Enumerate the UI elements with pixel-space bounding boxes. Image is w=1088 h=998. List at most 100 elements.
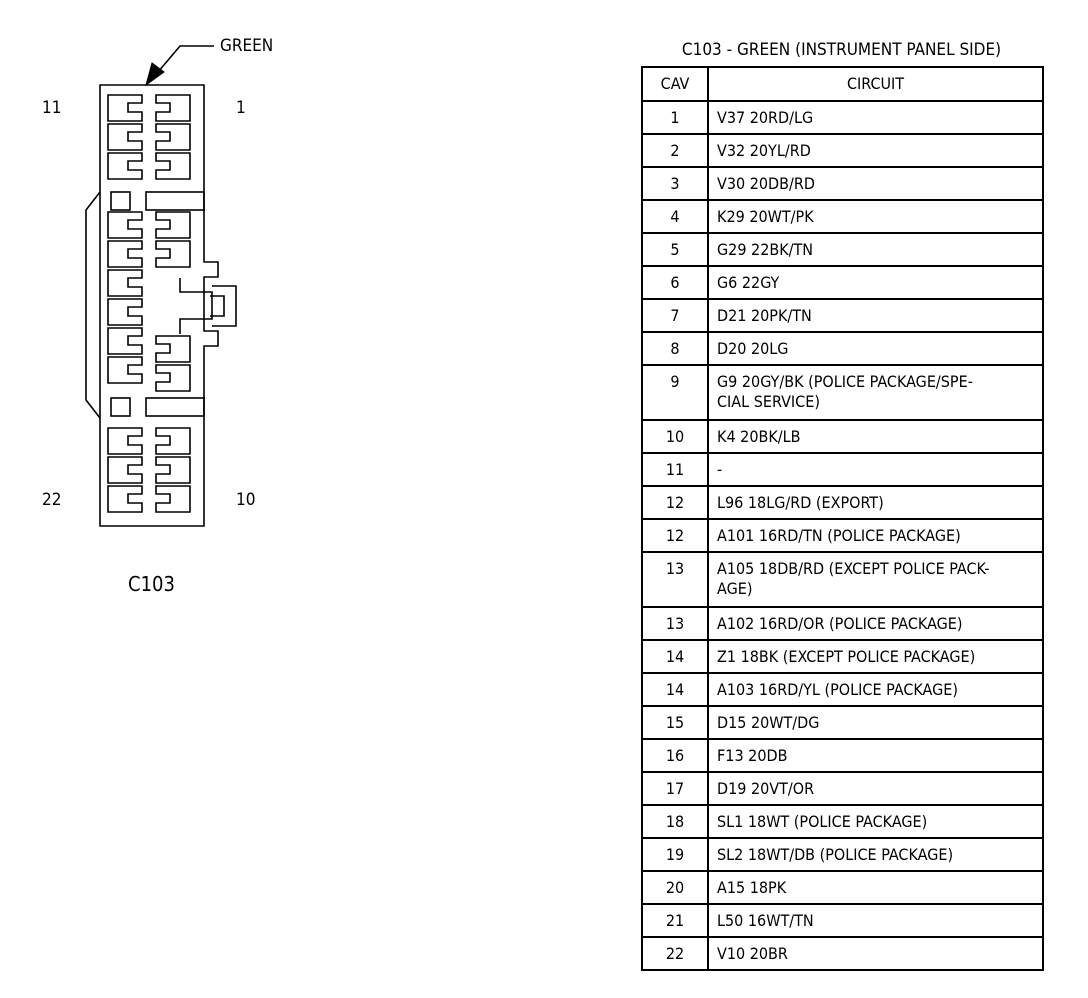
- terminal-cavity: [107, 269, 143, 297]
- circuit-cell: K29 20WT/PK: [707, 199, 1044, 234]
- circuit-cell: G6 22GY: [707, 265, 1044, 300]
- connector-body: [99, 84, 219, 527]
- cav-cell: 8: [641, 331, 709, 366]
- cav-cell: 13: [641, 606, 709, 641]
- circuit-cell: L50 16WT/TN: [707, 903, 1044, 938]
- circuit-cell: A102 16RD/OR (POLICE PACKAGE): [707, 606, 1044, 641]
- circuit-cell: -: [707, 452, 1044, 487]
- terminal-cavity: [155, 123, 191, 151]
- circuit-cell: D19 20VT/OR: [707, 771, 1044, 806]
- pin-label-bottom-left: 22: [42, 490, 62, 510]
- circuit-cell: L96 18LG/RD (EXPORT): [707, 485, 1044, 520]
- cav-cell: 4: [641, 199, 709, 234]
- circuit-cell: V32 20YL/RD: [707, 133, 1044, 168]
- divider-bar: [145, 191, 205, 211]
- terminal-cavity: [155, 427, 191, 455]
- terminal-cavity: [107, 298, 143, 326]
- circuit-cell: SL1 18WT (POLICE PACKAGE): [707, 804, 1044, 839]
- terminal-cavity: [107, 240, 143, 268]
- cav-cell: 22: [641, 936, 709, 971]
- cav-cell: 18: [641, 804, 709, 839]
- circuit-cell: K4 20BK/LB: [707, 419, 1044, 454]
- terminal-cavity: [107, 152, 143, 180]
- cav-cell: 15: [641, 705, 709, 740]
- terminal-cavity: [155, 485, 191, 513]
- cav-cell: 10: [641, 419, 709, 454]
- terminal-cavity: [107, 327, 143, 355]
- connector-color-label: GREEN: [220, 36, 274, 56]
- terminal-cavity: [155, 94, 191, 122]
- connector-latch: [179, 278, 213, 334]
- circuit-cell: Z1 18BK (EXCEPT POLICE PACKAGE): [707, 639, 1044, 674]
- terminal-cavity: [155, 152, 191, 180]
- cav-cell: 1: [641, 100, 709, 135]
- terminal-cavity: [107, 123, 143, 151]
- terminal-cavity: [107, 356, 143, 384]
- cav-cell: 12: [641, 518, 709, 553]
- terminal-cavity: [107, 485, 143, 513]
- green-leader-line: [157, 45, 214, 73]
- circuit-cell: G29 22BK/TN: [707, 232, 1044, 267]
- header-circuit: CIRCUIT: [707, 66, 1044, 102]
- cav-cell: 5: [641, 232, 709, 267]
- cav-cell: 3: [641, 166, 709, 201]
- cav-cell: 16: [641, 738, 709, 773]
- circuit-cell: D21 20PK/TN: [707, 298, 1044, 333]
- terminal-cavity: [107, 456, 143, 484]
- cav-cell: 14: [641, 672, 709, 707]
- terminal-cavity: [155, 364, 191, 392]
- cav-cell: 13: [641, 551, 709, 608]
- terminal-cavity: [155, 335, 191, 363]
- table-row: 11-: [641, 452, 1044, 487]
- circuit-cell: A101 16RD/TN (POLICE PACKAGE): [707, 518, 1044, 553]
- pin-label-top-right: 1: [236, 98, 246, 118]
- circuit-cell: V30 20DB/RD: [707, 166, 1044, 201]
- circuit-cell: V37 20RD/LG: [707, 100, 1044, 135]
- terminal-cavity: [107, 94, 143, 122]
- header-cav: CAV: [641, 66, 709, 102]
- cav-cell: 21: [641, 903, 709, 938]
- cav-cell: 6: [641, 265, 709, 300]
- table-header-row: CAV CIRCUIT: [641, 66, 1044, 102]
- cav-cell: 2: [641, 133, 709, 168]
- cav-cell: 12: [641, 485, 709, 520]
- cav-cell: 7: [641, 298, 709, 333]
- terminal-cavity: [155, 240, 191, 268]
- circuit-cell: F13 20DB: [707, 738, 1044, 773]
- circuit-cell: V10 20BR: [707, 936, 1044, 971]
- divider-bar: [145, 397, 205, 417]
- connector-side-rib: [85, 191, 101, 419]
- cav-cell: 11: [641, 452, 709, 487]
- terminal-cavity: [155, 456, 191, 484]
- cav-cell: 9: [641, 364, 709, 421]
- cav-cell: 17: [641, 771, 709, 806]
- circuit-cell: SL2 18WT/DB (POLICE PACKAGE): [707, 837, 1044, 872]
- table-title: C103 - GREEN (INSTRUMENT PANEL SIDE): [681, 40, 1002, 60]
- cav-cell: 20: [641, 870, 709, 905]
- circuit-cell: G9 20GY/BK (POLICE PACKAGE/SPE- CIAL SER…: [707, 364, 1044, 421]
- terminal-cavity: [155, 211, 191, 239]
- circuit-cell: A103 16RD/YL (POLICE PACKAGE): [707, 672, 1044, 707]
